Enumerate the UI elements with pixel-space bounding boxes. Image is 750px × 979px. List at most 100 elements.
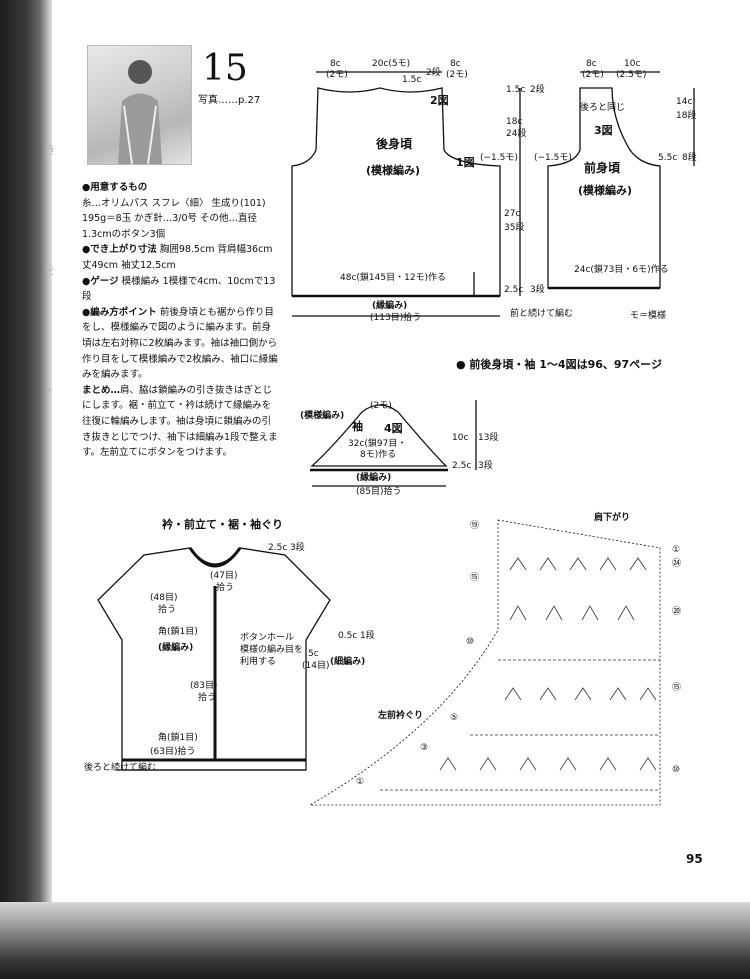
svg-text:⑤: ⑤ xyxy=(450,713,458,723)
svg-text:● 前後身頃・袖 1～4図は96、97ページ: ● 前後身頃・袖 1～4図は96、97ページ xyxy=(456,357,662,371)
svg-text:18段: 18段 xyxy=(676,109,696,121)
svg-text:⑩: ⑩ xyxy=(466,637,474,647)
svg-text:(2モ): (2モ) xyxy=(370,401,392,411)
svg-text:袖: 袖 xyxy=(352,419,363,433)
svg-text:2.5c: 2.5c xyxy=(452,461,471,471)
svg-text:(縁編み): (縁編み) xyxy=(356,471,391,483)
svg-text:(83目): (83目) xyxy=(190,680,217,691)
svg-text:3段: 3段 xyxy=(530,283,545,295)
svg-text:(縁編み): (縁編み) xyxy=(372,299,407,311)
svg-text:20c(5モ): 20c(5モ) xyxy=(372,59,410,69)
svg-text:1.5c: 1.5c xyxy=(506,85,525,95)
instruction-item: ●用意するもの糸…オリムパス スフレ〈細〉 生成り(101) 195g＝8玉 か… xyxy=(82,182,266,240)
svg-text:18c: 18c xyxy=(506,117,522,127)
svg-text:⑮: ⑮ xyxy=(470,572,479,583)
svg-text:⑲: ⑲ xyxy=(470,520,479,531)
svg-text:2段: 2段 xyxy=(426,66,441,78)
photo-reference: 写真……p.27 xyxy=(198,95,261,106)
svg-text:後ろと続けて編む: 後ろと続けて編む xyxy=(84,761,156,773)
svg-text:①: ① xyxy=(356,777,364,787)
spine-marks: きを・ xyxy=(44,143,57,397)
svg-text:拾う: 拾う xyxy=(158,603,176,615)
svg-text:8c: 8c xyxy=(586,59,597,69)
model-silhouette xyxy=(118,60,162,164)
sleeve-outline xyxy=(310,404,448,467)
svg-text:4図: 4図 xyxy=(384,421,403,435)
svg-text:(47目): (47目) xyxy=(210,570,237,581)
svg-text:10c: 10c xyxy=(452,433,468,443)
svg-text:(模様編み): (模様編み) xyxy=(366,163,420,177)
svg-text:(85目)拾う: (85目)拾う xyxy=(356,485,401,497)
svg-text:⑩: ⑩ xyxy=(672,765,680,775)
pattern-number: 15 xyxy=(202,48,248,89)
svg-text:2.5c: 2.5c xyxy=(268,543,287,553)
svg-text:㉔: ㉔ xyxy=(672,558,681,569)
svg-text:①: ① xyxy=(672,545,680,555)
svg-text:(−1.5モ): (−1.5モ) xyxy=(480,153,518,163)
svg-text:8c: 8c xyxy=(330,59,341,69)
svg-text:8段: 8段 xyxy=(682,151,697,163)
instruction-item: ●でき上がり寸法 胸囲98.5cm 背肩幅36cm 丈49cm 袖丈12.5cm xyxy=(82,244,273,271)
model-photo xyxy=(87,45,192,165)
instruction-item: ●ゲージ 模様編み 1模様で4cm、10cmで13段 xyxy=(82,275,276,303)
svg-text:(63目)拾う: (63目)拾う xyxy=(150,745,195,757)
svg-text:2図: 2図 xyxy=(430,93,449,107)
svg-text:左前衿ぐり: 左前衿ぐり xyxy=(377,709,423,721)
svg-text:ボタンホール: ボタンホール xyxy=(240,632,294,643)
svg-text:モ＝模様: モ＝模様 xyxy=(630,309,666,321)
svg-text:前身頃: 前身頃 xyxy=(584,160,621,175)
svg-text:5.5c: 5.5c xyxy=(658,153,677,163)
svg-text:3段: 3段 xyxy=(478,459,493,471)
svg-text:8モ)作る: 8モ)作る xyxy=(360,448,396,460)
book-spine-shadow xyxy=(0,0,52,979)
svg-text:前と続けて編む: 前と続けて編む xyxy=(510,307,573,319)
svg-text:⑮: ⑮ xyxy=(672,682,681,693)
svg-text:(2.5モ): (2.5モ) xyxy=(616,70,646,80)
svg-text:2段: 2段 xyxy=(530,83,545,95)
svg-text:32c(鎖97目・: 32c(鎖97目・ xyxy=(348,437,406,449)
svg-text:0.5c: 0.5c xyxy=(338,631,357,641)
svg-text:24段: 24段 xyxy=(506,127,526,139)
svg-text:13段: 13段 xyxy=(478,431,498,443)
svg-text:(縁編み): (縁編み) xyxy=(158,641,193,653)
svg-text:1.5c: 1.5c xyxy=(402,75,421,85)
svg-text:27c: 27c xyxy=(504,209,520,219)
svg-text:3図: 3図 xyxy=(594,123,613,137)
svg-text:5c: 5c xyxy=(308,649,319,659)
svg-text:(113目)拾う: (113目)拾う xyxy=(370,311,421,323)
svg-text:模様の編み目を: 模様の編み目を xyxy=(240,643,303,655)
svg-text:(14目): (14目) xyxy=(302,660,329,671)
svg-text:48c(鎖145目・12モ)作る: 48c(鎖145目・12モ)作る xyxy=(340,271,446,283)
crochet-chart-outline xyxy=(308,519,661,806)
svg-text:(−1.5モ): (−1.5モ) xyxy=(534,153,572,163)
svg-text:3段: 3段 xyxy=(290,541,305,553)
svg-text:14c: 14c xyxy=(676,97,692,107)
page-number: 95 xyxy=(686,852,703,866)
crochet-fans xyxy=(380,557,660,791)
svg-text:1段: 1段 xyxy=(360,629,375,641)
instruction-item: まとめ…肩、脇は鎖編みの引き抜きはぎとじにします。裾・前立て・衿は続けて縁編みを… xyxy=(82,384,278,459)
svg-text:(2モ): (2モ) xyxy=(582,70,604,80)
svg-text:(2モ): (2モ) xyxy=(326,70,348,80)
svg-text:(模様編み): (模様編み) xyxy=(578,183,632,197)
back-body-outline xyxy=(291,87,501,297)
svg-text:拾う: 拾う xyxy=(198,691,216,703)
svg-text:1図: 1図 xyxy=(456,155,475,169)
instruction-item: ●編み方ポイント 前後身頃とも裾から作り目をし、模様編みで図のように編みます。前… xyxy=(82,306,278,381)
svg-text:24c(鎖73目・6モ)作る: 24c(鎖73目・6モ)作る xyxy=(574,263,669,275)
front-body-outline xyxy=(547,87,661,289)
svg-text:後ろと同じ: 後ろと同じ xyxy=(580,101,625,113)
svg-text:8c: 8c xyxy=(450,59,461,69)
svg-text:(細編み): (細編み) xyxy=(330,655,365,667)
svg-text:利用する: 利用する xyxy=(240,655,276,667)
svg-text:10c: 10c xyxy=(624,59,640,69)
svg-text:角(鎖1目): 角(鎖1目) xyxy=(158,731,198,743)
svg-text:(2モ): (2モ) xyxy=(446,70,468,80)
svg-text:⑳: ⑳ xyxy=(672,606,681,617)
bottom-scan-shadow xyxy=(0,902,750,979)
svg-text:35段: 35段 xyxy=(504,221,524,233)
svg-text:肩下がり: 肩下がり xyxy=(593,511,630,523)
svg-text:後身頃: 後身頃 xyxy=(376,136,413,151)
